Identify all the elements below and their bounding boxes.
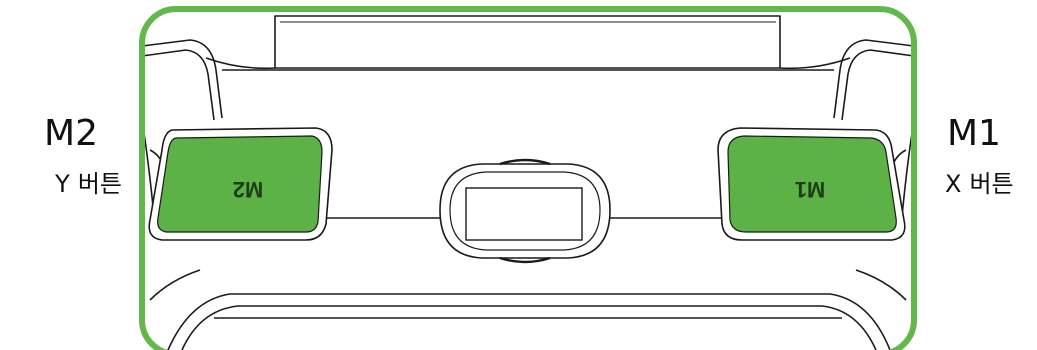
switch-window — [465, 187, 583, 241]
m2-mapping-text: 버튼 — [77, 170, 122, 198]
m2-paddle: M2 — [148, 127, 333, 241]
m2-button — [157, 135, 323, 233]
lower-body — [167, 293, 891, 350]
right-shoulder — [833, 39, 914, 119]
m1-title: M1 — [947, 113, 1001, 154]
m2-engraving: M2 — [233, 177, 264, 202]
m1-mapping-key: X — [945, 170, 962, 198]
center-switch — [439, 158, 611, 264]
m1-engraving: M1 — [795, 177, 826, 202]
left-shoulder — [142, 39, 223, 119]
highlight-frame — [139, 6, 917, 350]
top-bumper — [274, 15, 781, 69]
m1-button — [727, 135, 897, 233]
m2-mapping-key: Y — [55, 170, 70, 198]
m2-title: M2 — [44, 113, 98, 154]
m1-paddle: M1 — [717, 127, 906, 241]
m1-mapping-text: 버튼 — [969, 170, 1014, 198]
